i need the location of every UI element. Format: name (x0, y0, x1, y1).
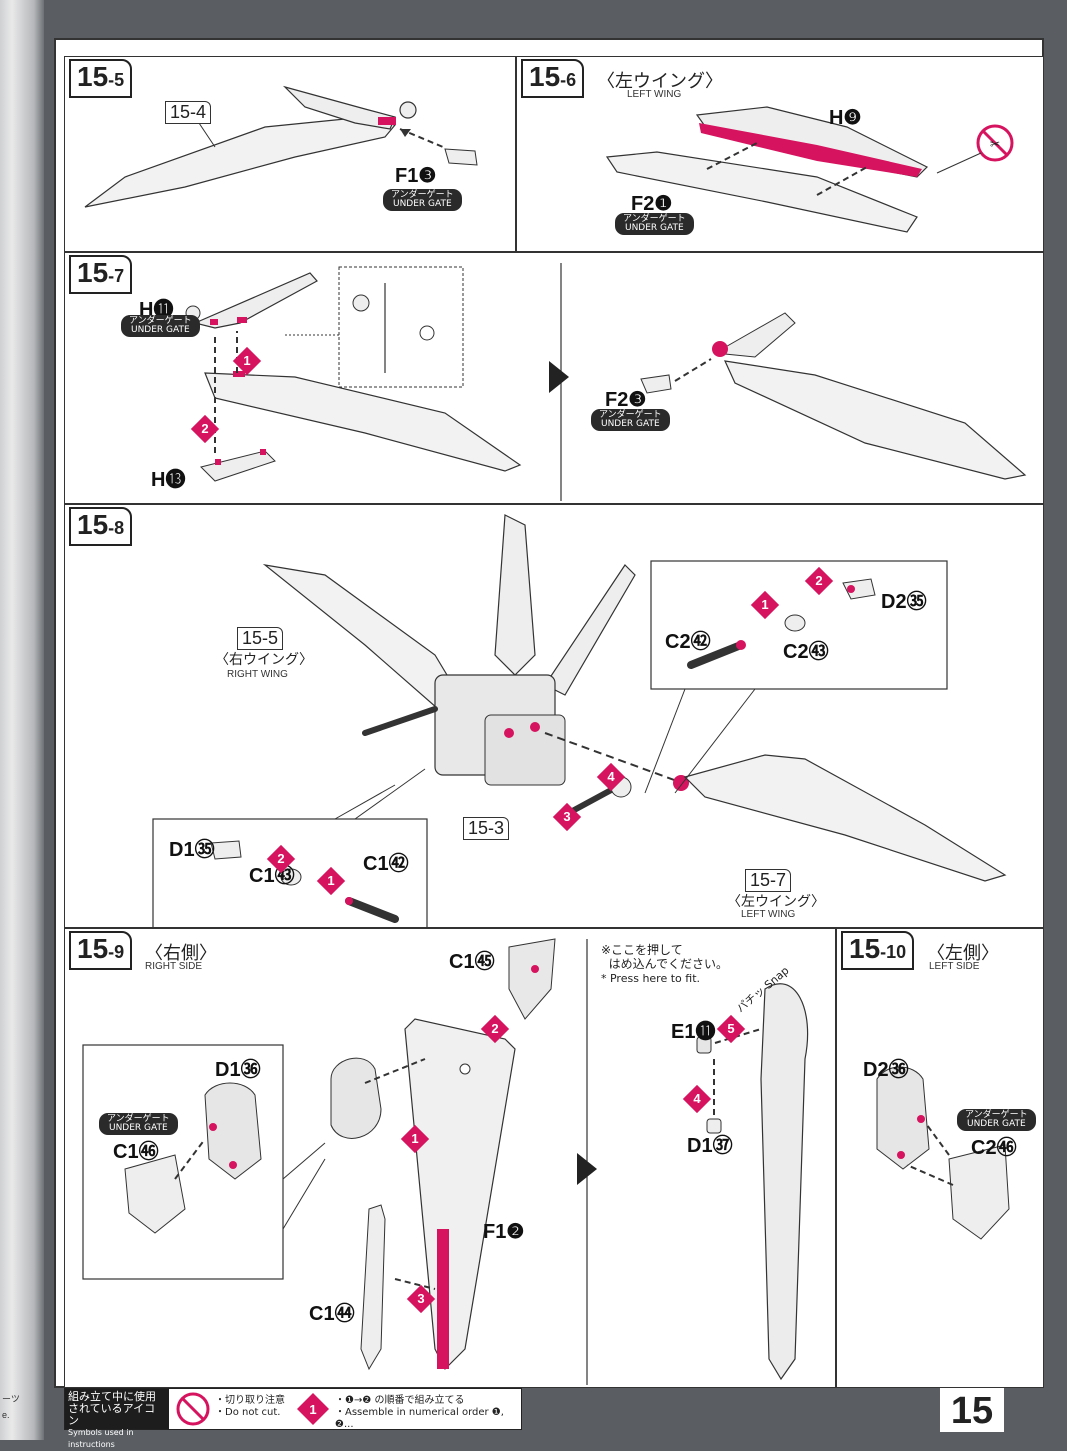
assembly-order-number: 4 (607, 769, 615, 784)
step-15-6-illustration: ✂ (605, 106, 1014, 233)
part-label: C2㊸ (783, 641, 829, 663)
assembly-order-number: 4 (693, 1091, 701, 1106)
assembly-order-number: 5 (727, 1021, 735, 1036)
press-note: ※ここを押して はめ込んでください。* Press here to fit. (601, 943, 729, 985)
assembly-order-marker: 2 (190, 414, 220, 444)
section-title: 〈左側〉 (927, 943, 999, 964)
assembly-order-marker: 1 (232, 346, 262, 376)
order-text: ・❶→❷ の順番で組み立てる・Assemble in numerical ord… (335, 1395, 504, 1430)
step-15-10-illustration (876, 1066, 1010, 1240)
section-subtitle: LEFT WING (627, 89, 682, 100)
assembly-order-marker: 2 (480, 1014, 510, 1044)
assembly-order-marker: 5 (716, 1014, 746, 1044)
part-label: H❾ (829, 107, 862, 129)
assembly-order-marker: 1 (316, 866, 346, 896)
assembly-order-number: 2 (491, 1021, 499, 1036)
step-15-9-illustration (82, 938, 809, 1385)
part-label: C1㊹ (309, 1303, 355, 1325)
part-label: C2㊻ (971, 1137, 1017, 1159)
section-title: 〈右ウイング〉 (215, 652, 313, 668)
step-number: 15-9 (69, 931, 133, 970)
assembly-order-number: 2 (201, 421, 209, 436)
part-label: D1㉟ (169, 839, 215, 861)
assembly-order-number: 2 (277, 851, 285, 866)
part-label: F1❷ (483, 1221, 525, 1243)
assembly-order-marker: 3 (552, 802, 582, 832)
step-number: 15-7 (69, 255, 133, 294)
assembly-order-marker: 4 (596, 762, 626, 792)
section-subtitle: LEFT SIDE (929, 961, 980, 972)
step-15-7-illustration (185, 263, 1027, 501)
part-label: C1㊻ (113, 1141, 159, 1163)
step-15-8-panel: 15-8 15-5 〈右ウイング〉 RIGHT WING 15-3 15-7 〈… (64, 504, 1044, 928)
assembly-order-marker: 3 (406, 1284, 436, 1314)
part-label: D1㊱ (215, 1059, 261, 1081)
step-number: 15-6 (521, 59, 585, 98)
part-label: C1㊷ (363, 853, 409, 875)
part-label: D2㊱ (863, 1059, 909, 1081)
reference-step-tag: 15-4 (165, 101, 212, 124)
part-label: D1㊲ (687, 1135, 733, 1157)
step-number: 15-5 (69, 59, 133, 98)
previous-page-gutter: ーツ e. (0, 0, 44, 1440)
gutter-text: e. (2, 1410, 10, 1420)
part-label: F2❶ (631, 193, 673, 215)
step-15-5-illustration (84, 85, 478, 208)
part-label: F2❸ (605, 389, 647, 411)
legend-icons: 1 (176, 1392, 329, 1426)
assembly-order-number: 2 (815, 573, 823, 588)
assembly-order-number: 3 (563, 809, 571, 824)
cut-warning-text: ・切り取り注意・Do not cut. (215, 1395, 285, 1418)
part-label: D2㉟ (881, 591, 927, 613)
part-label: F1❸ (395, 165, 437, 187)
section-subtitle: RIGHT SIDE (145, 961, 203, 972)
part-label: H⓭ (151, 469, 186, 491)
svg-text:✂: ✂ (990, 137, 1000, 151)
assembly-order-number: 1 (761, 597, 769, 612)
assembly-order-number: 1 (327, 873, 335, 888)
part-label: E1⓫ (671, 1021, 716, 1043)
svg-text:1: 1 (309, 1402, 316, 1417)
section-subtitle: RIGHT WING (227, 669, 288, 680)
assembly-order-number: 3 (417, 1291, 425, 1306)
assembly-order-marker: 2 (266, 844, 296, 874)
reference-step-tag: 15-5 (237, 627, 284, 650)
section-subtitle: LEFT WING (741, 909, 796, 920)
step-number: 15-8 (69, 507, 133, 546)
assembly-order-marker: 2 (804, 566, 834, 596)
section-title: 〈左ウイング〉 (727, 894, 825, 910)
part-label: C1㊺ (449, 951, 495, 973)
section-title: 〈左ウイング〉 (597, 71, 723, 92)
assembly-order-number: 1 (411, 1131, 419, 1146)
section-title: 〈右側〉 (145, 943, 217, 964)
assembly-order-marker: 1 (750, 590, 780, 620)
part-label: C2㊷ (665, 631, 711, 653)
gutter-text: ーツ (2, 1394, 20, 1404)
step-15-8-illustration (152, 514, 1007, 927)
assembly-order-marker: 1 (400, 1124, 430, 1154)
assembly-order-marker: 4 (682, 1084, 712, 1114)
step-number: 15-10 (841, 931, 915, 970)
reference-step-tag: 15-7 (745, 869, 792, 892)
assembly-order-number: 1 (243, 353, 251, 368)
reference-step-tag: 15-3 (463, 817, 510, 840)
page-number: 15 (940, 1388, 1004, 1432)
